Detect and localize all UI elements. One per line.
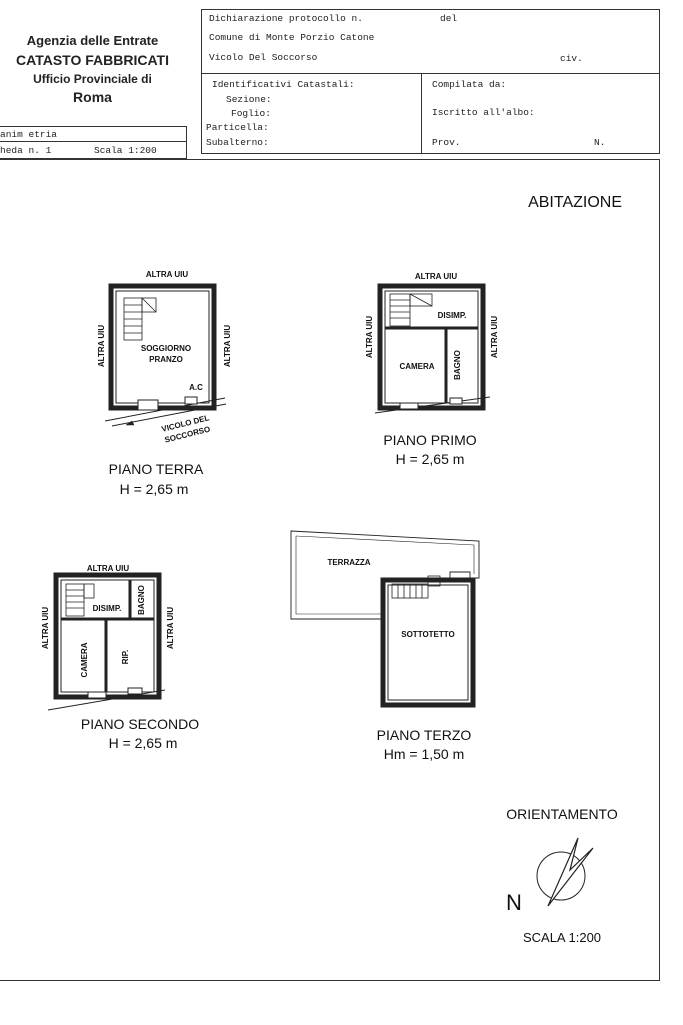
catasto-title: CATASTO FABBRICATI [16, 52, 169, 68]
primo-right-label: ALTRA UIU [490, 316, 499, 358]
secondo-camera-label: CAMERA [80, 642, 89, 677]
scale-label: SCALA 1:200 [523, 930, 601, 945]
secondo-disimp-label: DISIMP. [93, 604, 122, 613]
secondo-caption: PIANO SECONDO [81, 716, 199, 732]
north-label: N [506, 890, 522, 915]
primo-disimp-label: DISIMP. [438, 311, 467, 320]
secondo-top-label: ALTRA UIU [87, 564, 129, 573]
subalterno-field: Subalterno: [206, 137, 269, 148]
plan-piano-terzo [290, 530, 480, 708]
primo-camera-label: CAMERA [399, 362, 434, 371]
scala-label: Scala 1:200 [94, 145, 157, 156]
del-field: del [440, 13, 458, 24]
iscritto-field: Iscritto all'albo: [432, 107, 535, 118]
divider [421, 73, 422, 154]
terra-room-label: SOGGIORNO [141, 344, 191, 353]
secondo-left-label: ALTRA UIU [41, 607, 50, 649]
terra-right-label: ALTRA UIU [223, 325, 232, 367]
agency-name: Agenzia delle Entrate [26, 33, 159, 48]
secondo-right-label: ALTRA UIU [166, 607, 175, 649]
plan-piano-secondo [47, 572, 166, 711]
sezione-field: Sezione: [226, 94, 272, 105]
secondo-height: H = 2,65 m [109, 735, 178, 751]
dichiarazione-field: Dichiarazione protocollo n. [209, 13, 363, 24]
secondo-rip-label: RIP. [121, 650, 130, 665]
terra-height: H = 2,65 m [120, 481, 189, 497]
identificativi-label: Identificativi Catastali: [212, 79, 355, 90]
civ-field: civ. [560, 53, 583, 64]
particella-field: Particella: [206, 122, 269, 133]
primo-left-label: ALTRA UIU [365, 316, 374, 358]
terra-ac-label: A.C [189, 383, 203, 392]
n-field: N. [594, 137, 606, 148]
divider [201, 73, 660, 74]
ufficio-label: Ufficio Provinciale di [33, 72, 152, 86]
primo-top-label: ALTRA UIU [415, 272, 457, 281]
ufficio-city: Roma [73, 89, 112, 105]
terra-left-label: ALTRA UIU [97, 325, 106, 367]
indirizzo-field: Vicolo Del Soccorso [209, 52, 318, 63]
primo-caption: PIANO PRIMO [383, 432, 476, 448]
planimetria-box [0, 126, 187, 159]
scheda-label: heda n. 1 [0, 145, 52, 156]
divider [0, 141, 187, 142]
comune-field: Comune di Monte Porzio Catone [209, 32, 375, 43]
compass-rose-icon [536, 837, 594, 907]
terra-room-label: PRANZO [149, 355, 183, 364]
foglio-field: Foglio: [231, 108, 271, 119]
terzo-terrazza-label: TERRAZZA [327, 558, 370, 567]
terzo-sottotetto-label: SOTTOTETTO [401, 630, 454, 639]
terzo-caption: PIANO TERZO [377, 727, 472, 743]
terzo-height: Hm = 1,50 m [384, 746, 465, 762]
compilata-field: Compilata da: [432, 79, 507, 90]
primo-bagno-label: BAGNO [453, 350, 462, 380]
prov-field: Prov. [432, 137, 461, 148]
header-form [201, 9, 660, 154]
plan-piano-terra [104, 283, 227, 427]
drawing-title: ABITAZIONE [528, 194, 622, 211]
drawing-frame [0, 159, 660, 981]
plan-piano-primo [374, 283, 491, 414]
primo-height: H = 2,65 m [396, 451, 465, 467]
planimetria-label: anim etria [0, 129, 58, 140]
orientamento-label: ORIENTAMENTO [506, 806, 618, 822]
terra-top-label: ALTRA UIU [146, 270, 188, 279]
terra-caption: PIANO TERRA [109, 461, 204, 477]
secondo-bagno-label: BAGNO [137, 585, 146, 615]
